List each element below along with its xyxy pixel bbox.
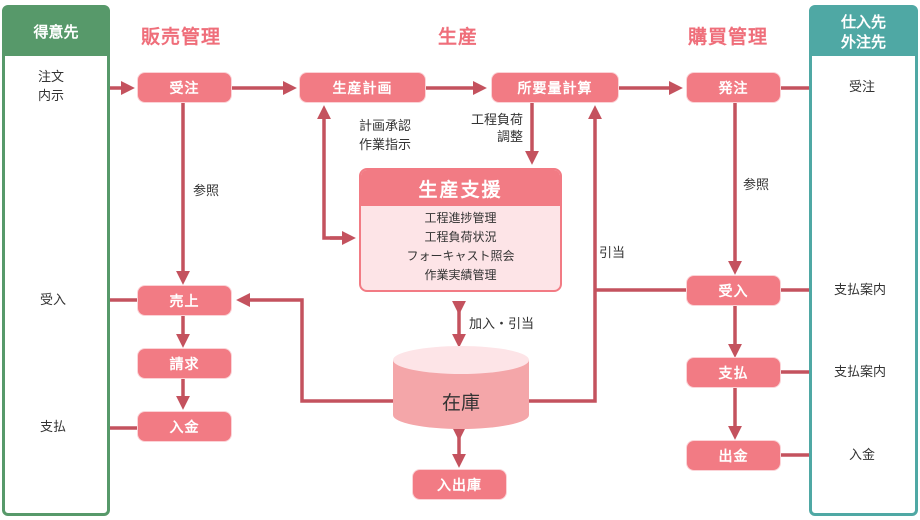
label-load-adjust: 工程負荷 調整	[470, 113, 523, 145]
supplier-payment-notice-2: 支払案内	[834, 365, 887, 380]
support-item: 工程進捗管理	[424, 211, 497, 225]
label-add-allocate: 加入・引当	[469, 317, 535, 332]
lane-customer: 得意先	[2, 5, 110, 516]
node-sales[interactable]: 売上	[138, 286, 231, 315]
edge-inventory-to-sales	[236, 293, 393, 403]
node-order-receipt[interactable]: 受注	[138, 73, 231, 102]
lane-customer-header: 得意先	[5, 8, 107, 56]
inventory-label: 在庫	[441, 392, 480, 414]
support-item: 工程負荷状況	[424, 230, 497, 244]
edge-support-plan	[317, 105, 351, 240]
node-mrp[interactable]: 所要量計算	[492, 73, 618, 102]
lane-supplier-title: 仕入先 外注先	[840, 13, 886, 51]
customer-receive: 受入	[40, 293, 67, 308]
node-receiving[interactable]: 受入	[687, 276, 780, 305]
support-item: 作業実績管理	[424, 268, 497, 282]
inventory-database-icon[interactable]	[392, 345, 530, 437]
edge-inventory-to-mrp	[529, 105, 602, 403]
node-stock-in-out[interactable]: 入出庫	[413, 470, 506, 499]
customer-pay: 支払	[40, 420, 67, 435]
customer-order-notice: 注文 内示	[38, 70, 65, 104]
production-support-list: 工程進捗管理 工程負荷状況 フォーキャスト照会 作業実績管理	[361, 206, 560, 285]
node-billing[interactable]: 請求	[138, 349, 231, 378]
supplier-payment-notice-1: 支払案内	[834, 283, 887, 298]
node-purchase-order[interactable]: 発注	[687, 73, 780, 102]
lane-supplier: 仕入先 外注先	[809, 5, 918, 516]
label-reference-left: 参照	[193, 184, 220, 199]
label-allocation: 引当	[599, 246, 626, 261]
node-production-plan[interactable]: 生産計画	[300, 73, 425, 102]
node-payment[interactable]: 支払	[687, 358, 780, 387]
section-title-purchasing: 購買管理	[688, 26, 769, 48]
lane-supplier-header: 仕入先 外注先	[812, 8, 915, 56]
lane-customer-title: 得意先	[33, 23, 79, 41]
label-reference-right: 参照	[743, 178, 770, 193]
production-support-panel[interactable]: 生産支援 工程進捗管理 工程負荷状況 フォーキャスト照会 作業実績管理	[359, 168, 562, 292]
supplier-deposit: 入金	[849, 448, 876, 463]
section-title-production: 生産	[438, 26, 479, 48]
supplier-order-received: 受注	[849, 80, 876, 95]
node-deposit[interactable]: 入金	[138, 412, 231, 441]
label-plan-approval: 計画承認 作業指示	[359, 119, 412, 153]
production-support-title: 生産支援	[361, 170, 560, 206]
support-item: フォーキャスト照会	[406, 249, 515, 263]
node-disbursement[interactable]: 出金	[687, 441, 780, 470]
section-title-sales: 販売管理	[141, 26, 222, 48]
